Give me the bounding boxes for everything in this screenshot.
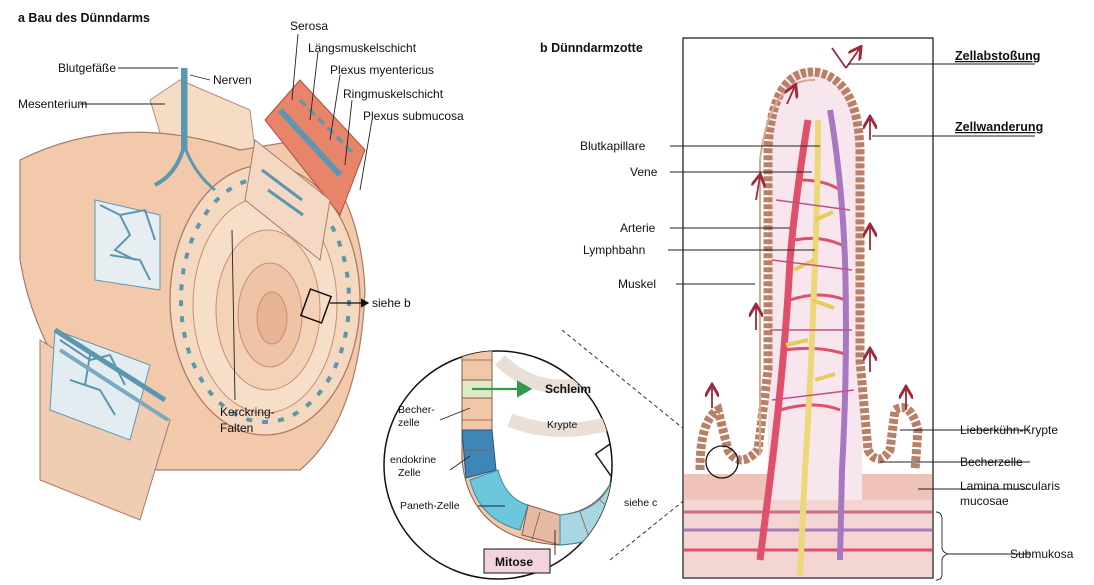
label-lieberkuehn-krypte: Lieberkühn-Krypte (960, 423, 1058, 437)
label-siehe-c: siehe c (624, 497, 657, 509)
label-plexus-myentericus: Plexus myentericus (330, 63, 434, 77)
label-arterie: Arterie (620, 221, 656, 235)
label-siehe-b: siehe b (372, 296, 411, 310)
label-becherzelle: Becherzelle (960, 455, 1023, 469)
label-blutkapillare: Blutkapillare (580, 139, 646, 153)
label-becherzelle-line2: zelle (398, 417, 420, 429)
label-plexus-submucosa: Plexus submucosa (363, 109, 464, 123)
label-vene: Vene (630, 165, 658, 179)
label-kerckring-line1: Kerckring- (220, 405, 275, 419)
panel-b-title: b Dünndarmzotte (540, 41, 643, 55)
label-endokrine-line1: endokrine (390, 454, 436, 466)
label-krypte: Krypte (547, 419, 578, 431)
label-lamina-line2: mucosae (960, 494, 1009, 508)
label-muskel: Muskel (618, 277, 656, 291)
label-submukosa: Submukosa (1010, 547, 1074, 561)
label-kerckring-line2: Falten (220, 421, 253, 435)
label-lamina-line1: Lamina muscularis (960, 479, 1060, 493)
endocrine-cell (462, 430, 496, 478)
label-blutgefaesse: Blutgefäße (58, 61, 116, 75)
label-paneth-zelle: Paneth-Zelle (400, 500, 460, 512)
label-schleim: Schleim (545, 382, 591, 396)
crypt-inset: Schleim Krypte Becher- zelle endokrine Z… (384, 330, 722, 579)
label-laengsmuskelschicht: Längsmuskelschicht (308, 41, 417, 55)
label-zellwanderung: Zellwanderung (955, 120, 1043, 134)
label-endokrine-line2: Zelle (398, 467, 421, 479)
label-ringmuskelschicht: Ringmuskelschicht (343, 87, 444, 101)
panel-a-title: a Bau des Dünndarms (18, 11, 150, 25)
panel-b: b Dünndarmzotte (540, 38, 1074, 580)
label-serosa: Serosa (290, 19, 328, 33)
label-mitose: Mitose (495, 555, 533, 569)
label-lymphbahn: Lymphbahn (583, 243, 645, 257)
label-becherzelle-line1: Becher- (398, 404, 435, 416)
label-zellabstossung: Zellabstoßung (955, 49, 1040, 63)
intestine-drawing (20, 68, 365, 520)
label-nerven: Nerven (213, 73, 252, 87)
label-mesenterium: Mesenterium (18, 97, 87, 111)
